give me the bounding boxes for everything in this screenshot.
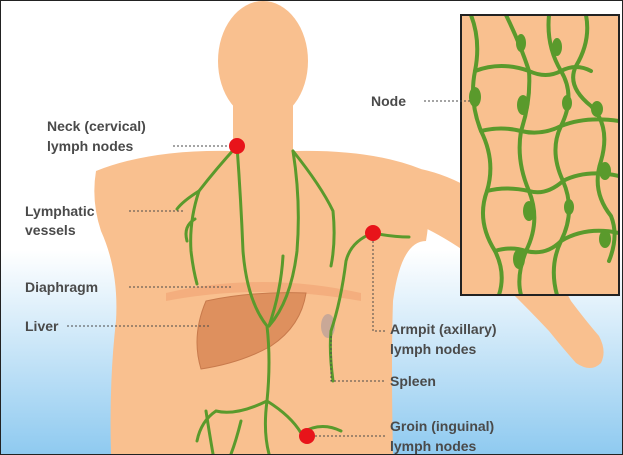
groin-label-line1: Groin (inguinal): [390, 418, 494, 434]
neck-label-line2: lymph nodes: [47, 138, 134, 154]
neck-lymph-node: [229, 138, 245, 154]
liver-label: Liver: [25, 318, 59, 334]
node-inset: [461, 15, 619, 295]
groin-label-line2: lymph nodes: [390, 438, 477, 454]
neck-label-line1: Neck (cervical): [47, 118, 146, 134]
armpit-lymph-node: [365, 225, 381, 241]
groin-lymph-node: [299, 428, 315, 444]
diaphragm-label: Diaphragm: [25, 279, 98, 295]
vessels-label-line1: Lymphatic: [25, 203, 95, 219]
armpit-label-line2: lymph nodes: [390, 341, 477, 357]
node-label: Node: [371, 93, 406, 109]
vessels-label-line2: vessels: [25, 222, 76, 238]
armpit-label-line1: Armpit (axillary): [390, 321, 497, 337]
spleen-label: Spleen: [390, 373, 436, 389]
